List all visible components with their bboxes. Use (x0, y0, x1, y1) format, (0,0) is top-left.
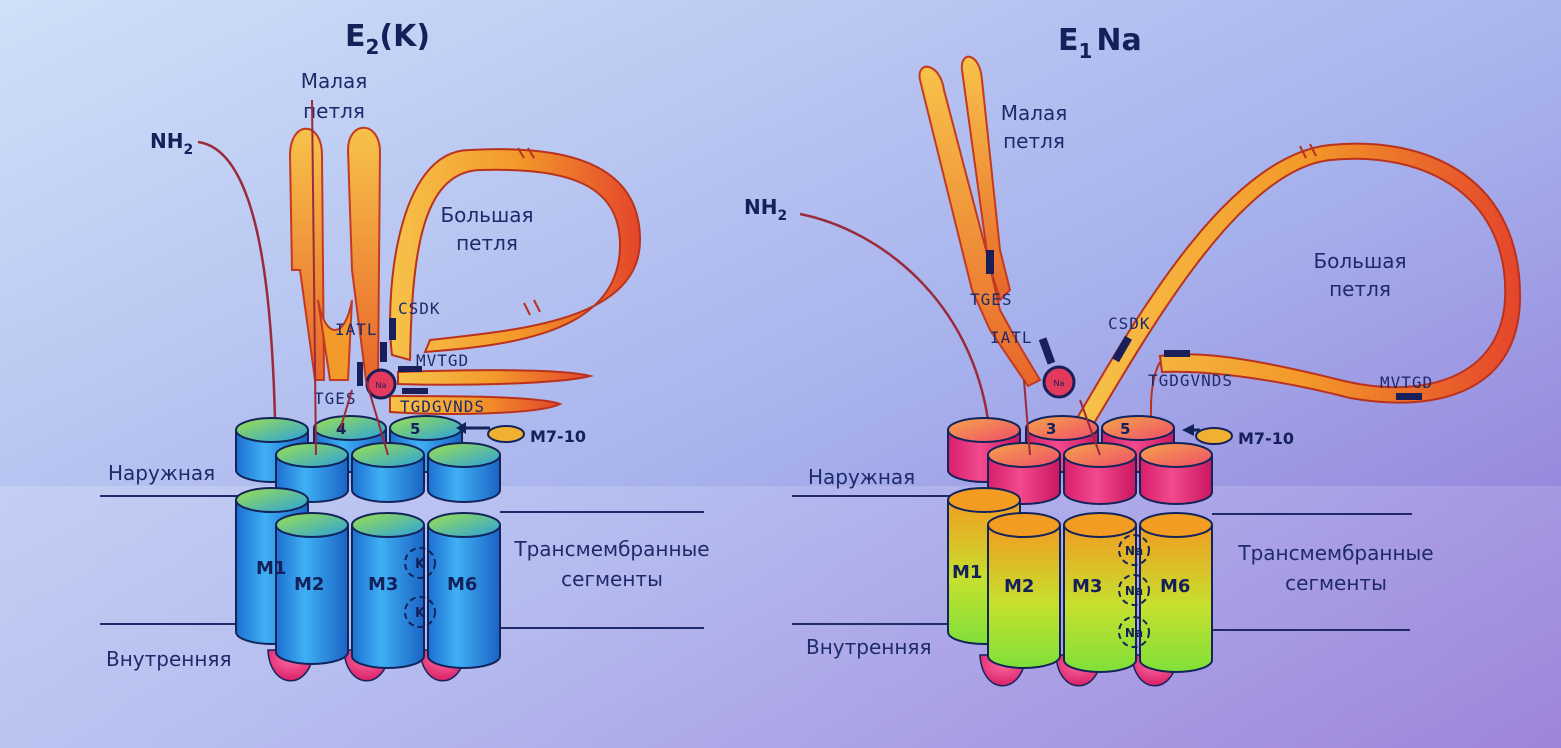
right-motif-tges: TGES (970, 290, 1013, 309)
right-na-ion-1 (1118, 534, 1150, 566)
right-tm-cylinders (947, 487, 1213, 673)
right-motif-mvtgd: MVTGD (1380, 373, 1433, 392)
right-num-5: 5 (1120, 420, 1130, 438)
right-csdk-marker (1112, 335, 1132, 363)
right-seg-m6: M6 (1160, 576, 1190, 597)
right-tm-label-2: сегменты (1285, 571, 1387, 595)
right-na-site-label: Na (1054, 379, 1065, 388)
right-nh2-label: NH2 (744, 195, 787, 224)
right-mvtgd-marker (1396, 393, 1422, 400)
left-seg-m3: M3 (368, 574, 398, 595)
left-num-5: 5 (410, 420, 420, 438)
right-na-ion-3 (1118, 616, 1150, 648)
membrane-band (0, 486, 1561, 748)
right-na-ion-label-3: Na (1125, 626, 1143, 640)
right-motif-iatl: IATL (990, 328, 1033, 347)
left-motif-iatl: IATL (335, 320, 378, 339)
right-na-site (1042, 365, 1076, 399)
left-lobe-tgdgvnds (389, 394, 563, 415)
left-tgdgvnds-marker (402, 388, 428, 394)
left-k-label-2: K (415, 606, 426, 621)
left-motif-mvtgd: MVTGD (416, 351, 469, 370)
left-inner-label: Внутренняя (106, 647, 232, 671)
right-na-ion-2 (1118, 574, 1150, 606)
left-tm-cylinders (235, 487, 501, 669)
right-seg-m1: M1 (952, 562, 982, 583)
right-motif-csdk: CSDK (1108, 314, 1151, 333)
left-motif-tgdgvnds: TGDGVNDS (400, 397, 485, 416)
right-tm-label-1: Трансмембранные (1237, 541, 1433, 565)
left-k-label-1: K (415, 557, 426, 572)
right-na-ion-label-1: Na (1125, 544, 1143, 558)
left-motif-csdk: CSDK (398, 299, 441, 318)
left-outer-label: Наружная (108, 461, 215, 485)
right-m710-label: M7-10 (1238, 429, 1294, 448)
left-motif-tges: TGES (314, 389, 357, 408)
left-lobe-mvtgd (397, 369, 594, 386)
left-panel: E2(K) NH2 Малая петля Большая петля IATL… (100, 19, 710, 682)
right-inner-label: Внутренняя (806, 635, 932, 659)
left-csdk-marker (389, 318, 396, 340)
left-mid-row (275, 442, 501, 503)
left-large-loop (389, 148, 642, 362)
right-iatl-marker (1038, 337, 1056, 365)
right-outer-label: Наружная (808, 465, 915, 489)
right-large-loop-2: петля (1329, 277, 1391, 301)
right-small-loop-1: Малая (1001, 101, 1068, 125)
left-seg-m1: M1 (256, 558, 286, 579)
right-seg-m3: M3 (1072, 576, 1102, 597)
right-na-ion-label-2: Na (1125, 584, 1143, 598)
left-m710-tube (487, 425, 525, 443)
left-k-site-1 (404, 547, 436, 579)
right-small-loop-2: петля (1003, 129, 1065, 153)
right-tgdgvnds-marker (1164, 350, 1190, 357)
right-small-loop-hairpin-2 (960, 55, 1012, 302)
left-small-loop-1: Малая (301, 69, 368, 93)
right-small-loop-hairpin-1 (918, 65, 1042, 388)
left-nh2-chain (197, 140, 277, 421)
left-mvtgd-marker (398, 366, 422, 372)
left-small-loop-connector (317, 299, 353, 381)
left-large-loop-2: петля (456, 231, 518, 255)
right-large-loop-1: Большая (1313, 249, 1406, 273)
right-seg-m2: M2 (1004, 576, 1034, 597)
left-iatl-marker (380, 342, 387, 362)
right-mid-row (987, 442, 1213, 505)
left-tges-marker (357, 362, 363, 386)
left-tm-label-2: сегменты (561, 567, 663, 591)
left-seg-m6: M6 (447, 574, 477, 595)
left-tm-label-1: Трансмембранные (513, 537, 709, 561)
left-title: E2(K) (345, 19, 430, 59)
right-tges-marker (986, 250, 994, 274)
left-m710-label: M7-10 (530, 427, 586, 446)
right-motif-tgdgvnds: TGDGVNDS (1148, 371, 1233, 390)
right-nh2-chain (799, 212, 990, 421)
left-na-site-label: Na (376, 381, 387, 390)
left-k-site-2 (404, 596, 436, 628)
right-m710-tube (1195, 427, 1233, 445)
left-small-loop-2: петля (303, 99, 365, 123)
right-num-3: 3 (1046, 420, 1056, 438)
right-large-loop (1074, 142, 1522, 432)
left-seg-m2: M2 (294, 574, 324, 595)
left-nh2-label: NH2 (150, 129, 193, 158)
left-large-loop-1: Большая (440, 203, 533, 227)
